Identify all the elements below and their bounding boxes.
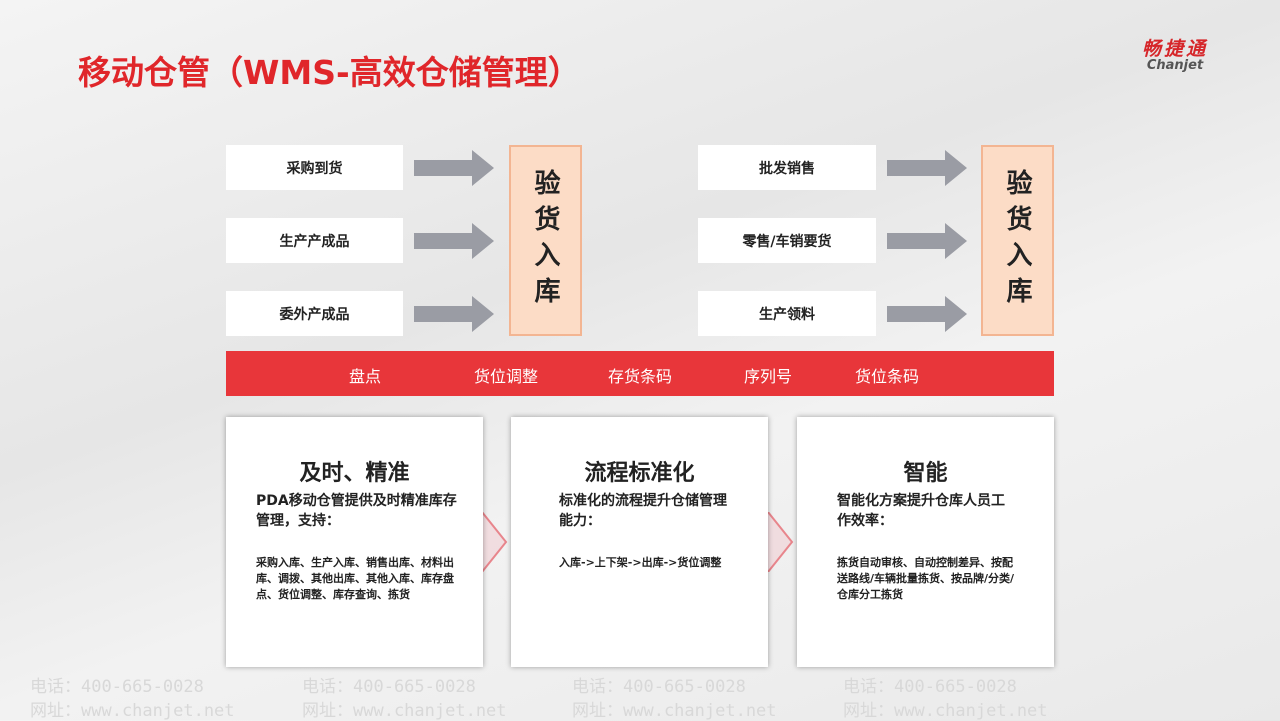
source-box: 零售/车销要货 [698, 218, 876, 263]
card-desc: 智能化方案提升仓库人员工作效率： [837, 493, 1005, 529]
source-box: 采购到货 [226, 145, 403, 190]
card-desc: PDA移动仓管提供及时精准库存管理，支持： [256, 493, 457, 529]
bar-item: 货位条码 [855, 367, 920, 386]
target-label: 验货入库 [530, 168, 560, 313]
logo-en: Chanjet [1146, 58, 1204, 73]
watermark-text: 网址：www.chanjet.net [30, 701, 235, 721]
bar-item: 盘点 [349, 367, 382, 386]
target-box-inbound: 验货入库 [509, 145, 582, 336]
logo-cn: 畅捷通 [1141, 38, 1208, 60]
card-list: 拣货自动审核、自动控制差异、按配送路线/车辆批量拣货、按品牌/分类/仓库分工拣货 [837, 556, 1015, 601]
feature-card: 及时、精准 PDA移动仓管提供及时精准库存管理，支持： 采购入库、生产入库、销售… [226, 417, 483, 667]
card-title: 流程标准化 [584, 461, 695, 486]
source-box: 批发销售 [698, 145, 876, 190]
arrow-right-icon [887, 223, 967, 259]
card-title: 及时、精准 [299, 461, 410, 486]
watermark-text: 电话：400-665-0028 [30, 677, 204, 697]
feature-card: 流程标准化 标准化的流程提升仓储管理能力： 入库->上下架->出库->货位调整 [511, 417, 768, 667]
card-title: 智能 [903, 461, 948, 486]
bar-item: 货位调整 [474, 367, 539, 386]
chanjet-logo: 畅捷通 Chanjet [1115, 34, 1235, 73]
feature-card: 智能 智能化方案提升仓库人员工作效率： 拣货自动审核、自动控制差异、按配送路线/… [797, 417, 1054, 667]
card-desc: 标准化的流程提升仓储管理能力： [559, 493, 727, 529]
watermark-text: 电话：400-665-0028 [843, 677, 1017, 697]
arrow-right-icon [414, 223, 494, 259]
source-box: 委外产成品 [226, 291, 403, 336]
chevron-right-icon [768, 512, 794, 572]
watermark-text: 电话：400-665-0028 [572, 677, 746, 697]
arrow-right-icon [887, 296, 967, 332]
bar-item: 序列号 [744, 367, 793, 386]
target-label: 验货入库 [1002, 168, 1032, 313]
watermark-text: 网址：www.chanjet.net [302, 701, 507, 721]
card-list: 采购入库、生产入库、销售出库、材料出库、调拨、其他出库、其他入库、库存盘点、货位… [256, 556, 454, 601]
arrow-right-icon [414, 296, 494, 332]
source-box: 生产产成品 [226, 218, 403, 263]
target-box-outbound: 验货入库 [981, 145, 1054, 336]
page-title: 移动仓管（WMS-高效仓储管理） [78, 53, 581, 92]
source-box: 生产领料 [698, 291, 876, 336]
watermark-text: 网址：www.chanjet.net [572, 701, 777, 721]
bar-item: 存货条码 [608, 367, 673, 386]
card-list: 入库->上下架->出库->货位调整 [559, 556, 722, 569]
arrow-right-icon [887, 150, 967, 186]
watermark-text: 电话：400-665-0028 [302, 677, 476, 697]
chevron-right-icon [482, 512, 508, 572]
arrow-right-icon [414, 150, 494, 186]
function-bar: 盘点 货位调整 存货条码 序列号 货位条码 [226, 351, 1054, 396]
watermark-text: 网址：www.chanjet.net [843, 701, 1048, 721]
